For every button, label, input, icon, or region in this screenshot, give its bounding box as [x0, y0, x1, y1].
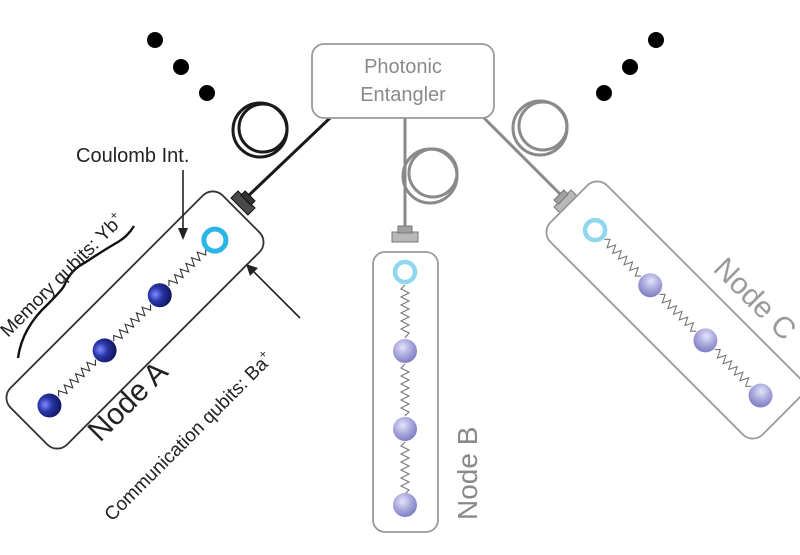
memory-ion-c1: [638, 273, 663, 298]
communication-ion-c: [582, 217, 608, 243]
node-a: [5, 190, 265, 450]
memory-ion-b2: [393, 417, 417, 441]
memory-brace: [16, 225, 136, 359]
memory-ion-a3: [147, 283, 172, 308]
node-b-label: Node B: [452, 427, 483, 520]
coulomb-springs-c: [604, 238, 752, 387]
memory-ion-b1: [393, 339, 417, 363]
memory-ion-c3: [748, 383, 773, 408]
fiber-node-c: [482, 99, 569, 202]
node-c: [545, 180, 800, 440]
connector-node-a: [230, 190, 256, 216]
communication-ion-b: [392, 259, 418, 285]
entangler-line1: Photonic: [364, 56, 442, 78]
coulomb-springs-b: [399, 284, 411, 495]
entangler-line2: Entangler: [360, 84, 446, 106]
photonic-entangler: Photonic Entangler: [311, 43, 495, 119]
fiber-node-a: [231, 101, 332, 200]
ellipsis-right: [596, 32, 664, 101]
coulomb-arrow: [178, 170, 188, 240]
ellipsis-left: [147, 32, 215, 101]
memory-ion-a1: [37, 393, 62, 418]
coulomb-springs-a: [58, 249, 207, 397]
communication-arrow: [246, 264, 301, 319]
fiber-node-b: [401, 118, 459, 228]
coulomb-label: Coulomb Int.: [76, 145, 189, 167]
memory-ion-c2: [693, 328, 718, 353]
memory-ion-b3: [393, 493, 417, 517]
memory-ion-a2: [92, 338, 117, 363]
communication-ion-a: [201, 226, 229, 254]
node-b: [372, 251, 439, 533]
connector-node-b: [391, 225, 419, 243]
